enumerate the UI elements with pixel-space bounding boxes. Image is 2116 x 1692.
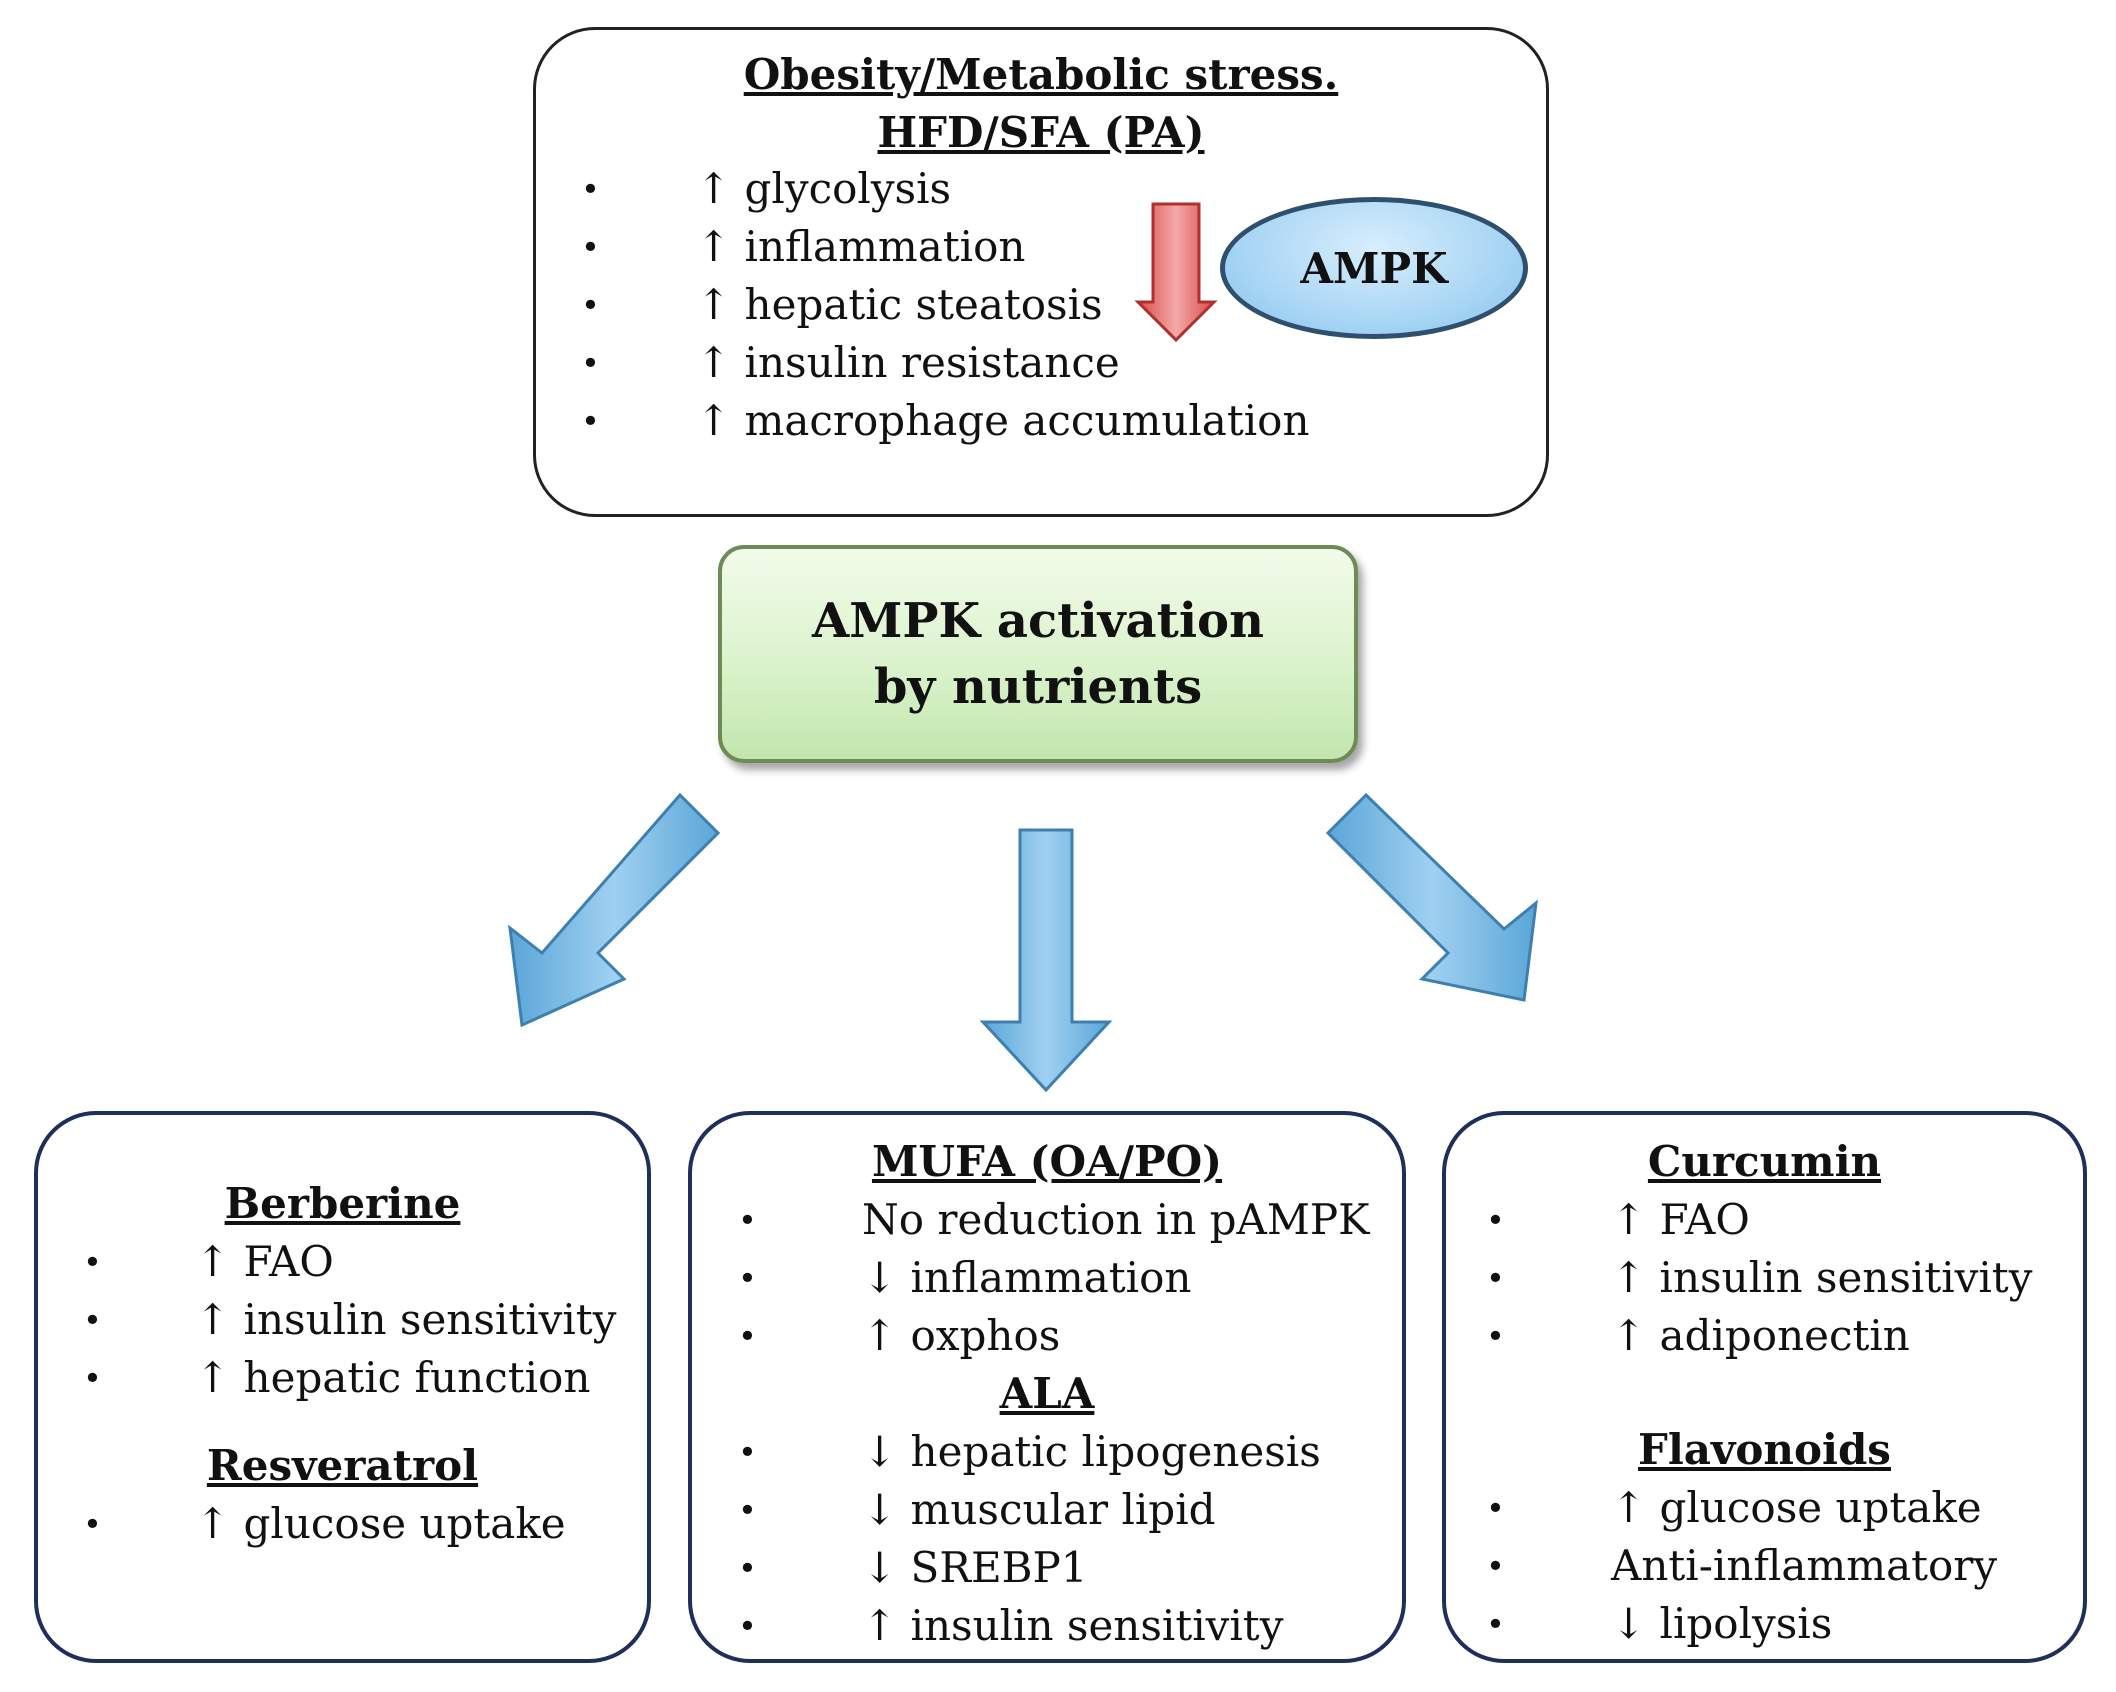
list-item: • ↑ insulin resistance xyxy=(581,334,1310,392)
list-item-text: ↑ inflammation xyxy=(696,222,1026,271)
bullet-icon: • xyxy=(581,286,600,324)
bullet-icon: • xyxy=(1486,1259,1505,1297)
ampk-label: AMPK xyxy=(1300,243,1448,293)
bullet-icon: • xyxy=(1486,1605,1505,1643)
flavonoids-heading: Flavonoids xyxy=(1638,1425,1891,1474)
list-item-text: ↓ muscular lipid xyxy=(862,1485,1216,1534)
list-item: • ↑ adiponectin xyxy=(1486,1307,2032,1365)
mufa-effects-list: • No reduction in pAMPK • ↓ inflammation •… xyxy=(738,1191,1369,1365)
list-item-text: ↑ adiponectin xyxy=(1611,1311,1910,1360)
list-item: • ↑ glycolysis xyxy=(581,160,1310,218)
flow-arrow-icon xyxy=(979,828,1113,1093)
list-item-text: ↓ SREBP1 xyxy=(862,1543,1088,1592)
list-item: • ↓ hepatic lipogenesis xyxy=(738,1423,1321,1481)
bullet-icon: • xyxy=(83,1301,102,1339)
bullet-icon: • xyxy=(1486,1201,1505,1239)
bullet-icon: • xyxy=(738,1491,757,1529)
bullet-icon: • xyxy=(581,402,600,440)
list-item: • ↑ glucose uptake xyxy=(83,1495,566,1553)
resveratrol-heading: Resveratrol xyxy=(206,1441,479,1490)
resveratrol-effects-list: • ↑ glucose uptake xyxy=(83,1495,566,1553)
list-item-text: ↑ FAO xyxy=(195,1237,334,1286)
activation-title-line2: by nutrients xyxy=(873,659,1203,715)
list-item-text: ↑ insulin resistance xyxy=(696,338,1120,387)
curcumin-heading: Curcumin xyxy=(1647,1137,1882,1186)
flow-arrow-icon xyxy=(508,792,721,1028)
curcumin-effects-list: • ↑ FAO • ↑ insulin sensitivity • ↑ adipone… xyxy=(1486,1191,2032,1365)
bullet-icon: • xyxy=(738,1433,757,1471)
list-item: • ↑ insulin sensitivity xyxy=(738,1597,1321,1655)
berberine-heading: Berberine xyxy=(224,1179,461,1228)
bullet-icon: • xyxy=(581,344,600,382)
ampk-activation-box: AMPK activation by nutrients xyxy=(718,545,1358,763)
list-item: • ↓ inflammation xyxy=(738,1249,1369,1307)
list-item-text: ↑ insulin sensitivity xyxy=(1611,1253,2033,1302)
list-item-text: No reduction in pAMPK xyxy=(862,1195,1370,1244)
ala-effects-list: • ↓ hepatic lipogenesis • ↓ muscular lipid… xyxy=(738,1423,1321,1655)
list-item-text: Anti-inflammatory xyxy=(1611,1541,1998,1590)
bullet-icon: • xyxy=(738,1259,757,1297)
bullet-icon: • xyxy=(1486,1317,1505,1355)
decrease-arrow-icon xyxy=(1134,202,1218,343)
bullet-icon: • xyxy=(83,1359,102,1397)
hfd-sfa-title: HFD/SFA (PA) xyxy=(877,108,1205,157)
bullet-icon: • xyxy=(581,228,600,266)
bullet-icon: • xyxy=(738,1317,757,1355)
flavonoids-effects-list: • ↑ glucose uptake • Anti-inflammatory • ↓ … xyxy=(1486,1479,1997,1653)
list-item: • ↓ muscular lipid xyxy=(738,1481,1321,1539)
list-item-text: ↓ lipolysis xyxy=(1611,1599,1833,1648)
list-item: • ↑ insulin sensitivity xyxy=(1486,1249,2032,1307)
mufa-ala-panel: MUFA (OA/PO) • No reduction in pAMPK • ↓ i… xyxy=(688,1111,1406,1663)
bullet-icon: • xyxy=(83,1243,102,1281)
obesity-effects-list: • ↑ glycolysis • ↑ inflammation • ↑ hepatic… xyxy=(581,160,1310,450)
bullet-icon: • xyxy=(738,1201,757,1239)
ala-heading: ALA xyxy=(999,1369,1095,1418)
list-item-text: ↑ hepatic steatosis xyxy=(696,280,1103,329)
list-item: • ↑ hepatic steatosis xyxy=(581,276,1310,334)
list-item-text: ↓ inflammation xyxy=(862,1253,1192,1302)
list-item: • ↓ lipolysis xyxy=(1486,1595,1997,1653)
list-item: • ↑ glucose uptake xyxy=(1486,1479,1997,1537)
bullet-icon: • xyxy=(1486,1489,1505,1527)
berberine-resveratrol-panel: Berberine • ↑ FAO • ↑ insulin sensitivity … xyxy=(34,1111,651,1663)
list-item: • ↑ macrophage accumulation xyxy=(581,392,1310,450)
list-item: • Anti-inflammatory xyxy=(1486,1537,1997,1595)
list-item: • ↓ SREBP1 xyxy=(738,1539,1321,1597)
list-item: • ↑ hepatic function xyxy=(83,1349,616,1407)
activation-title-line1: AMPK activation xyxy=(812,593,1264,649)
list-item: • ↑ inflammation xyxy=(581,218,1310,276)
list-item-text: ↑ insulin sensitivity xyxy=(862,1601,1284,1650)
list-item-text: ↑ glucose uptake xyxy=(1611,1483,1982,1532)
list-item-text: ↑ FAO xyxy=(1611,1195,1750,1244)
list-item: • ↑ oxphos xyxy=(738,1307,1369,1365)
list-item-text: ↓ hepatic lipogenesis xyxy=(862,1427,1321,1476)
ampk-ellipse: AMPK xyxy=(1220,197,1528,339)
flow-arrow-icon xyxy=(1325,792,1538,1002)
list-item-text: ↑ oxphos xyxy=(862,1311,1061,1360)
list-item-text: ↑ insulin sensitivity xyxy=(195,1295,617,1344)
list-item-text: ↑ glucose uptake xyxy=(195,1499,566,1548)
bullet-icon: • xyxy=(738,1549,757,1587)
mufa-heading: MUFA (OA/PO) xyxy=(871,1137,1223,1186)
list-item: • ↑ FAO xyxy=(83,1233,616,1291)
bullet-icon: • xyxy=(1486,1547,1505,1585)
list-item-text: ↑ macrophage accumulation xyxy=(696,396,1310,445)
berberine-effects-list: • ↑ FAO • ↑ insulin sensitivity • ↑ hepatic… xyxy=(83,1233,616,1407)
list-item: • No reduction in pAMPK xyxy=(738,1191,1369,1249)
list-item: • ↑ insulin sensitivity xyxy=(83,1291,616,1349)
list-item-text: ↑ glycolysis xyxy=(696,164,952,213)
list-item-text: ↑ hepatic function xyxy=(195,1353,591,1402)
list-item: • ↑ FAO xyxy=(1486,1191,2032,1249)
bullet-icon: • xyxy=(581,170,600,208)
obesity-stress-title: Obesity/Metabolic stress. xyxy=(743,50,1339,99)
bullet-icon: • xyxy=(83,1505,102,1543)
curcumin-flavonoids-panel: Curcumin • ↑ FAO • ↑ insulin sensitivity •… xyxy=(1442,1111,2087,1663)
bullet-icon: • xyxy=(738,1607,757,1645)
